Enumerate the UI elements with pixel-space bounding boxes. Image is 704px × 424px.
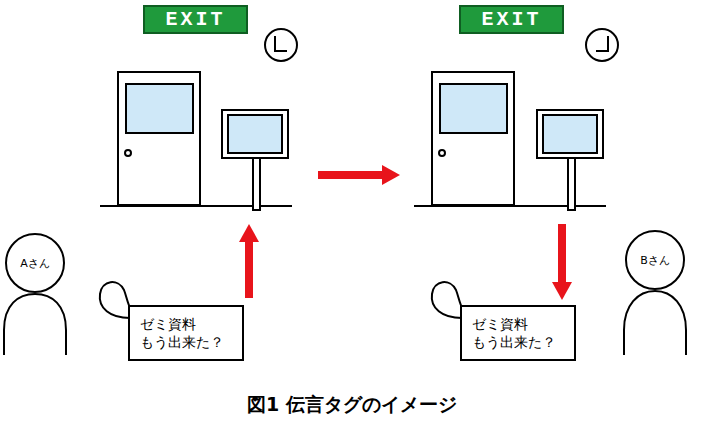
figure-caption: 図1 伝言タグのイメージ bbox=[0, 392, 704, 418]
person-label: Bさん bbox=[640, 253, 670, 268]
sign-text: EXIT bbox=[165, 8, 225, 31]
person-label: Aさん bbox=[20, 256, 50, 271]
exit-sign: EXIT bbox=[143, 5, 248, 34]
exit-sign: EXIT bbox=[459, 5, 564, 34]
person-head: Bさん bbox=[625, 230, 685, 290]
sign-text: EXIT bbox=[481, 8, 541, 31]
message-text: ゼミ資料 もう出来た？ bbox=[140, 315, 232, 351]
person-head: Aさん bbox=[5, 233, 65, 293]
message-text: ゼミ資料 もう出来た？ bbox=[472, 315, 564, 351]
speech-bubble: ゼミ資料 もう出来た？ bbox=[128, 305, 244, 361]
speech-bubble: ゼミ資料 もう出来た？ bbox=[460, 305, 576, 361]
